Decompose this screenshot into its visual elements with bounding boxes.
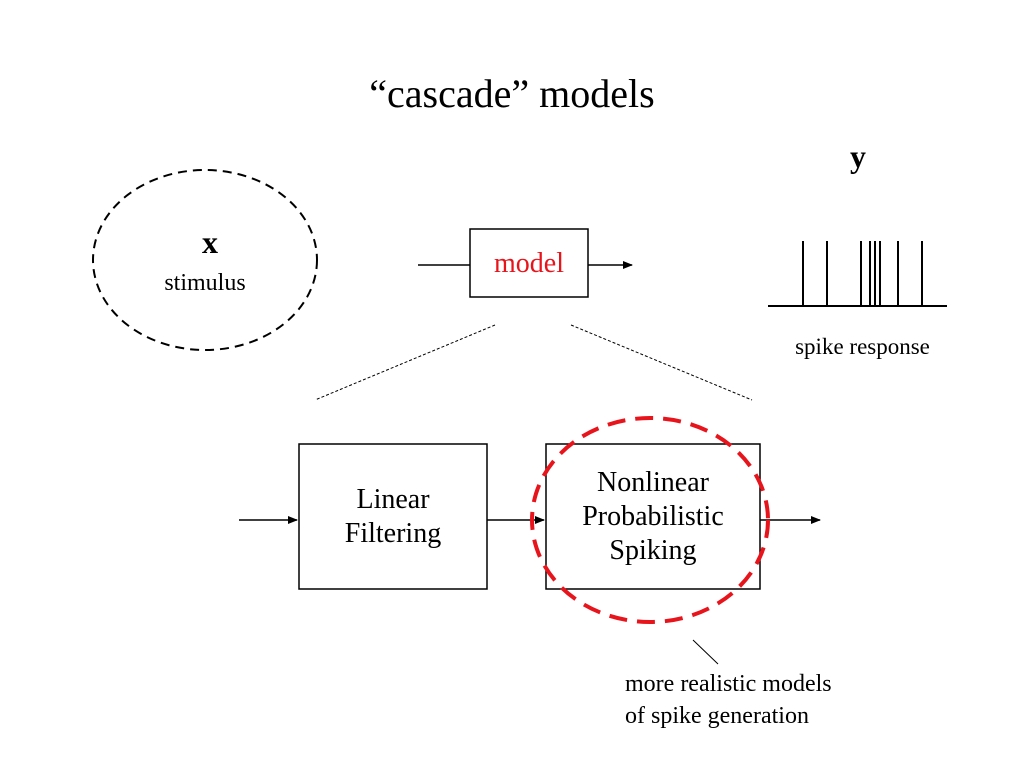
note-line2: of spike generation [625, 703, 809, 729]
nonlinear-spiking-label: Nonlinear Probabilistic Spiking [546, 444, 760, 589]
stimulus-circle [92, 169, 318, 351]
nonlinear-spiking-box [545, 443, 761, 590]
model-box [469, 228, 589, 298]
nonlinear-line3: Spiking [609, 534, 697, 566]
response-variable: y [850, 138, 866, 174]
linear-filtering-label: Linear Filtering [299, 444, 487, 589]
linear-filtering-box [298, 443, 488, 590]
model-label: model [494, 248, 564, 279]
note-pointer [692, 639, 719, 665]
page-title: “cascade” models [369, 71, 655, 116]
stimulus-variable: x [202, 224, 218, 260]
nonlinear-line1: Nonlinear [597, 466, 709, 498]
annotation-note: more realistic models of spike generatio… [625, 668, 832, 732]
spike-train [768, 241, 947, 307]
linear-line2: Filtering [344, 517, 442, 549]
linear-line1: Linear [356, 483, 430, 515]
highlight-ellipse [530, 416, 770, 624]
zoom-line-right [570, 324, 753, 401]
stimulus-label: stimulus [164, 270, 246, 296]
nonlinear-line2: Probabilistic [582, 500, 724, 532]
note-line1: more realistic models [625, 671, 832, 697]
zoom-line-left [314, 324, 496, 401]
response-label: spike response [795, 334, 930, 359]
